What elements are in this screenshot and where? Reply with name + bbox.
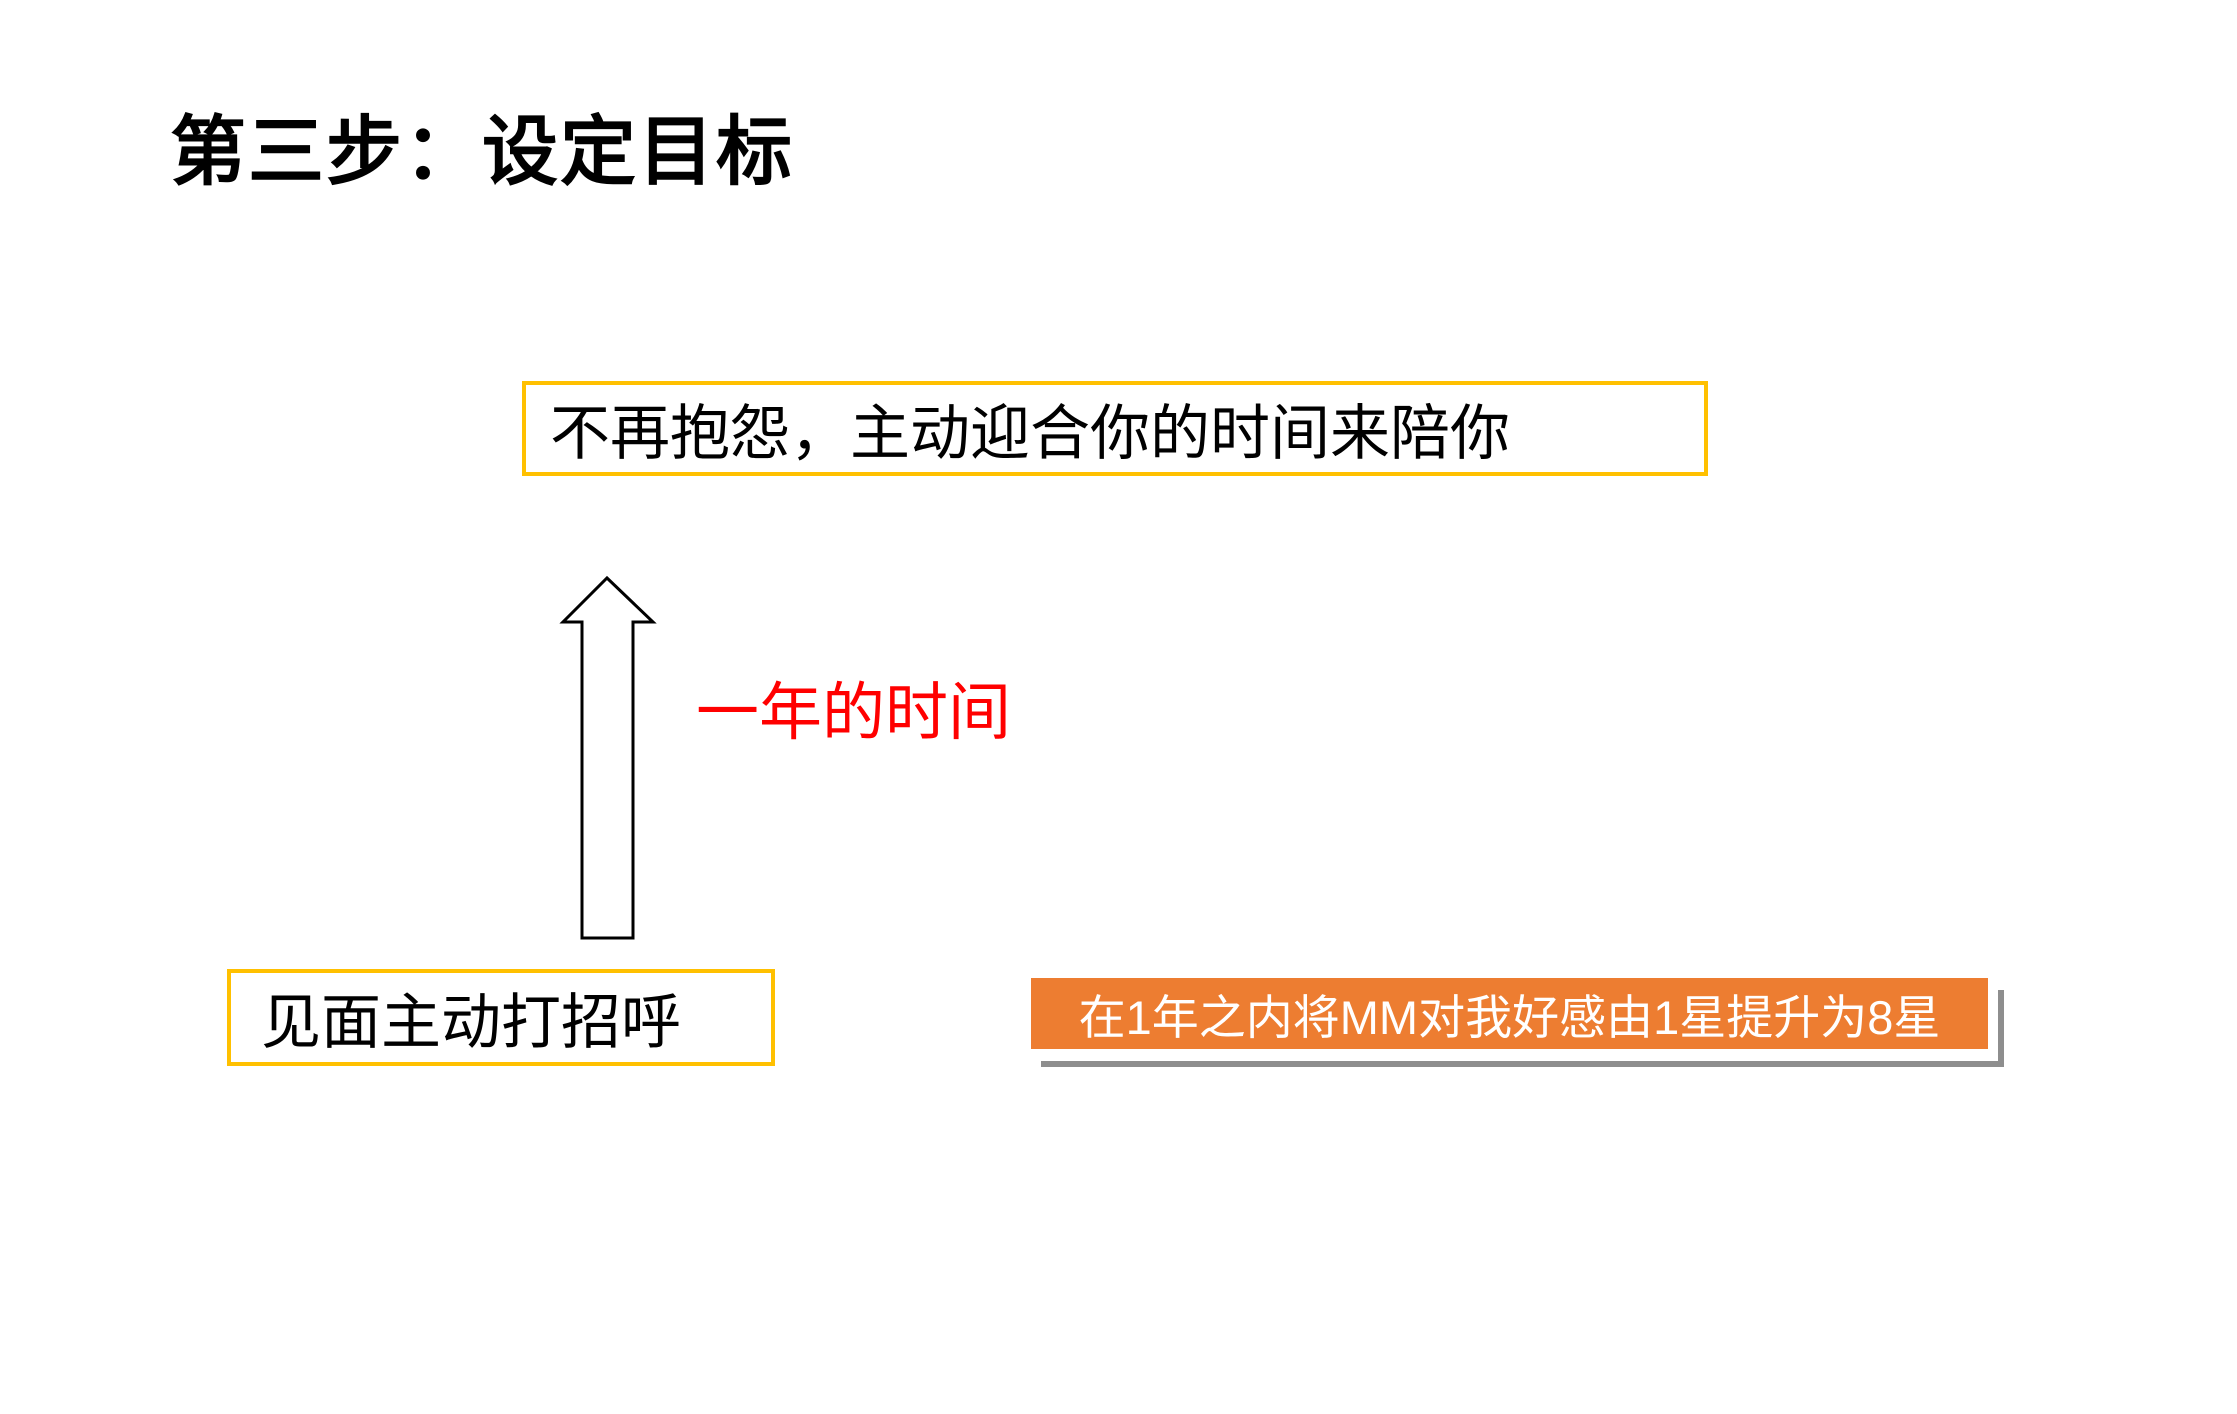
top-goal-box-label: 不再抱怨，主动迎合你的时间来陪你 xyxy=(550,400,1510,467)
bottom-start-box: 见面主动打招呼 xyxy=(227,969,775,1066)
target-goal-box-label: 在1年之内将MM对我好感由1星提升为8星 xyxy=(1078,991,1941,1044)
target-goal-box: 在1年之内将MM对我好感由1星提升为8星 xyxy=(1031,978,1988,1049)
duration-label: 一年的时间 xyxy=(696,678,1011,748)
top-goal-box: 不再抱怨，主动迎合你的时间来陪你 xyxy=(522,381,1708,476)
goal-box-shadow xyxy=(1041,990,2004,1067)
slide-title: 第三步：设定目标 xyxy=(170,110,794,195)
up-arrow-icon xyxy=(559,575,657,940)
bottom-start-box-label: 见面主动打招呼 xyxy=(261,989,681,1056)
up-arrow-shape xyxy=(559,575,657,940)
